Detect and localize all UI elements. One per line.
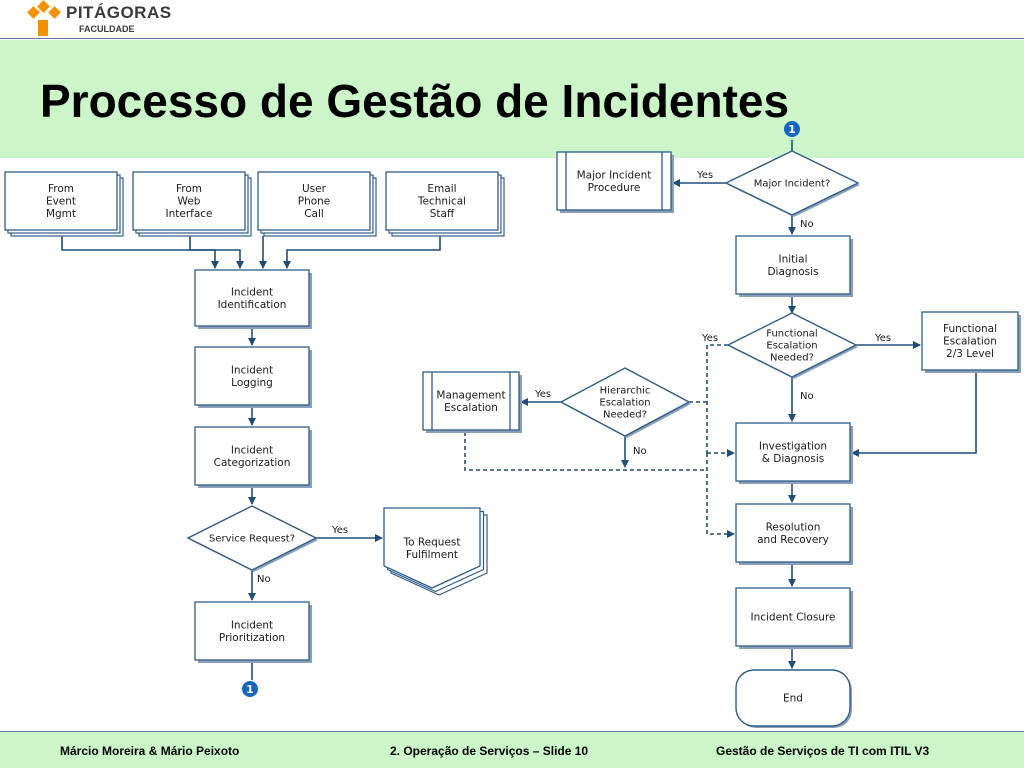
edge-label-major-yes: Yes <box>696 170 713 181</box>
edge-label-hierarchic-no: No <box>633 446 647 457</box>
footer-course: Gestão de Serviços de TI com ITIL V3 <box>716 744 930 758</box>
edge-web-to-identification <box>189 236 244 269</box>
connector-bottom-marker: 1 <box>242 681 258 697</box>
edge-label-functional-yes-left: Yes <box>701 333 718 344</box>
edge-management-return <box>464 432 707 471</box>
edge-functional-yes-left-into-resolution <box>706 453 735 538</box>
edge-event-to-identification <box>61 236 219 269</box>
edge-label-functional-no: No <box>800 391 814 402</box>
logo-subtitle: FACULDADE <box>79 24 135 34</box>
connector-top-marker: 1 <box>784 121 800 137</box>
svg-text:1: 1 <box>788 123 796 136</box>
footer-slide: 2. Operação de Serviços – Slide 10 <box>390 744 589 758</box>
major-incident-decision: Major Incident? <box>724 150 860 217</box>
investigation-label: Investigation& Diagnosis <box>759 440 827 465</box>
edge-label-service-yes: Yes <box>331 525 348 536</box>
major-incident-label: Major Incident? <box>754 179 831 190</box>
end-terminal: End <box>735 669 852 728</box>
service-request-label: Service Request? <box>209 534 295 545</box>
investigation-box: Investigation& Diagnosis <box>735 422 853 484</box>
logo-mark-icon <box>27 0 61 36</box>
edge-label-hierarchic-yes: Yes <box>534 389 551 400</box>
edge-label-service-no: No <box>257 574 271 585</box>
closure-box: Incident Closure <box>735 587 853 649</box>
page-title: Processo de Gestão de Incidentes <box>40 75 790 127</box>
title-band <box>0 40 1024 158</box>
logo-wordmark: PITÁGORAS <box>66 3 172 22</box>
svg-text:1: 1 <box>246 683 254 696</box>
edge-label-functional-yes-right: Yes <box>874 333 891 344</box>
footer-band <box>0 732 1024 768</box>
footer-divider <box>0 731 1024 732</box>
edge-functional-yes-left <box>706 344 728 453</box>
edge-label-major-no: No <box>800 219 814 230</box>
header-divider <box>0 38 1024 39</box>
service-request-decision: Service Request? <box>186 505 318 572</box>
end-label: End <box>783 693 803 705</box>
closure-label: Incident Closure <box>750 612 835 624</box>
edge-email-to-identification <box>283 236 441 269</box>
edge-level-to-investigation <box>851 372 977 457</box>
footer-authors: Márcio Moreira & Mário Peixoto <box>60 744 240 758</box>
pitagoras-logo: PITÁGORAS FACULDADE <box>26 0 171 40</box>
